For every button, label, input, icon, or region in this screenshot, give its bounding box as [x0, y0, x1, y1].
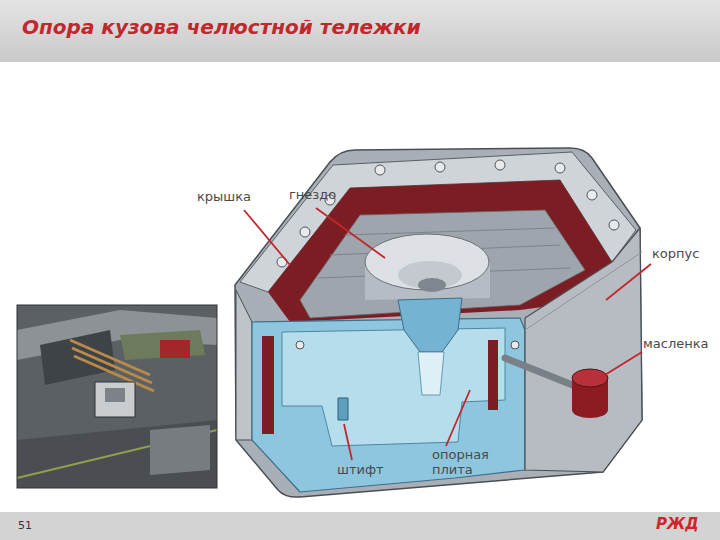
part-label: масленка	[643, 337, 709, 352]
slide-title: Опора кузова челюстной тележки	[22, 15, 421, 39]
header-bar	[0, 0, 720, 62]
inset-photo	[17, 305, 217, 488]
leader-lines	[244, 208, 651, 460]
part-label: опорная плита	[432, 448, 512, 478]
page-number: 51	[18, 519, 32, 532]
support-cutaway	[235, 148, 642, 497]
part-label: крышка	[197, 190, 251, 205]
footer-bar	[0, 512, 720, 540]
part-label: штифт	[337, 463, 384, 478]
logo-text: РЖД	[656, 515, 699, 533]
part-label: гнездо	[289, 188, 336, 203]
part-label: корпус	[652, 247, 699, 262]
